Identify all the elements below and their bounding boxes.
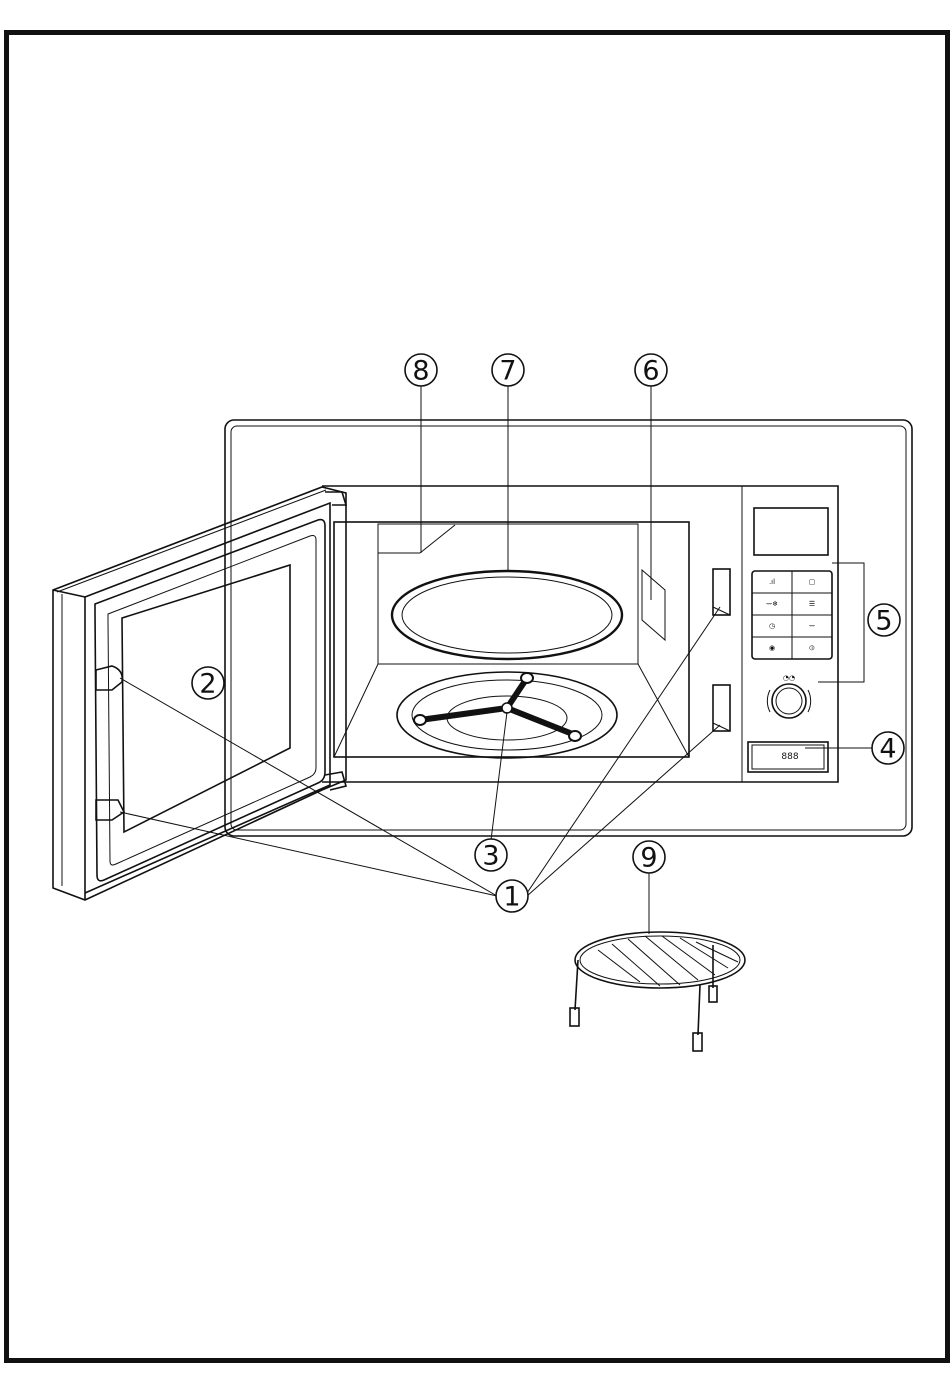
callout-8: 8 <box>405 354 437 387</box>
stop-icon[interactable]: ⦶ <box>809 644 814 652</box>
callout-number: 9 <box>640 843 657 874</box>
menu-icon[interactable]: ☰ <box>809 600 815 608</box>
callout-number: 1 <box>503 882 520 913</box>
callout-6: 6 <box>635 354 667 387</box>
grill-rack <box>570 932 745 1051</box>
display-window <box>754 508 828 555</box>
grill-icon[interactable]: ᅲ <box>809 622 816 630</box>
callout-number: 3 <box>482 841 499 872</box>
callout-7: 7 <box>492 354 524 387</box>
callout-number: 8 <box>412 356 429 387</box>
callout-number: 6 <box>642 356 659 387</box>
control-panel: .ıl ▢ ᅲ❄ ☰ ◷ ᅲ ◉ ⦶ ◔◔ 888 <box>748 508 864 772</box>
grill-defrost-icon[interactable]: ᅲ❄ <box>766 600 778 608</box>
oven-cavity <box>334 522 689 758</box>
oven-icon[interactable]: ▢ <box>809 578 816 586</box>
callout-number: 5 <box>875 606 892 637</box>
callout-9: 9 <box>633 841 665 874</box>
svg-text:888: 888 <box>781 752 798 762</box>
svg-text:◔◔: ◔◔ <box>783 674 795 682</box>
power-level-icon[interactable]: .ıl <box>769 578 775 586</box>
waveguide-cover <box>642 570 665 640</box>
door-release-icon[interactable]: 888 <box>748 742 828 772</box>
callout-number: 4 <box>879 734 896 765</box>
door-latch-hooks <box>96 666 124 820</box>
start-icon[interactable]: ◉ <box>769 644 775 652</box>
rotary-knob-icon[interactable]: ◔◔ <box>767 674 810 718</box>
callout-number: 7 <box>499 356 516 387</box>
callout-5: 5 <box>868 604 900 637</box>
door-interlock-slots <box>713 569 730 731</box>
callout-1: 1 <box>496 880 528 913</box>
clock-icon[interactable]: ◷ <box>769 622 776 630</box>
callout-number: 2 <box>199 669 216 700</box>
callout-4: 4 <box>872 732 904 765</box>
glass-tray <box>392 571 622 659</box>
callout-3: 3 <box>475 839 507 872</box>
callout-2: 2 <box>192 667 224 700</box>
